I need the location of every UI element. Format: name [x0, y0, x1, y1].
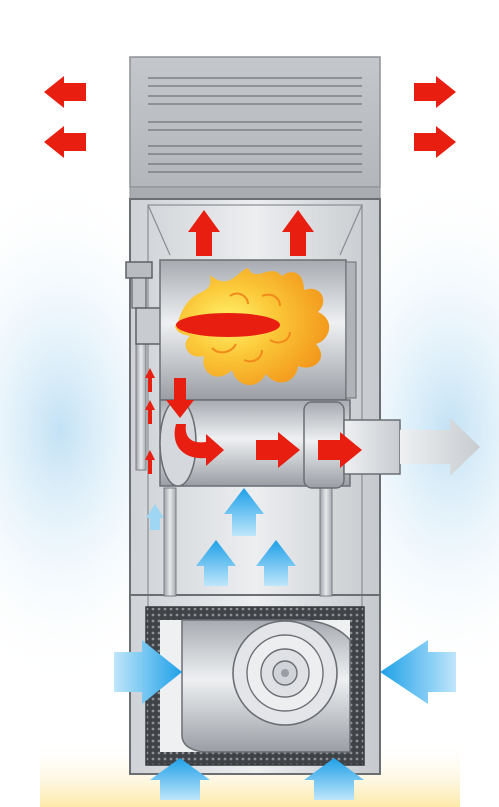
- cold-air-arrow-icon: [114, 488, 456, 800]
- flue-gas-down-arrow: [166, 378, 194, 418]
- flue-gas-turn-arrow: [174, 424, 224, 466]
- cold-air-rise-3: [224, 488, 264, 536]
- exhaust-arrow-icon: [400, 418, 480, 476]
- cold-air-rise-1: [196, 540, 236, 586]
- cold-air-in-left: [114, 640, 182, 704]
- cold-air-in-bottom-left: [150, 758, 210, 800]
- flue-gas-right-arrow-2: [318, 432, 362, 468]
- flame-icon: [175, 268, 330, 386]
- cold-air-small-up: [146, 504, 164, 530]
- cold-air-in-right: [380, 640, 456, 704]
- burner-flame-core: [176, 313, 280, 337]
- warm-air-small-up-2: [145, 400, 155, 424]
- heat-exchanger: [159, 399, 401, 489]
- top-outlet-grille: [129, 56, 381, 200]
- warm-air-out-right-lower: [414, 126, 456, 158]
- blower-fan-icon: [145, 606, 365, 766]
- cold-air-rise-2: [256, 540, 296, 586]
- warm-air-small-up-1: [145, 368, 155, 392]
- cold-air-in-bottom-right: [304, 758, 364, 800]
- warm-air-out-left-lower: [44, 126, 86, 158]
- warm-air-small-up-3: [145, 450, 155, 474]
- warm-air-out-right-upper: [414, 76, 456, 108]
- warm-air-rise-left: [188, 210, 220, 256]
- warm-air-rise-right: [282, 210, 314, 256]
- flue-gas-right-arrow-1: [256, 432, 300, 468]
- warm-air-arrow-icon: [44, 76, 456, 474]
- warm-air-out-left-upper: [44, 76, 86, 108]
